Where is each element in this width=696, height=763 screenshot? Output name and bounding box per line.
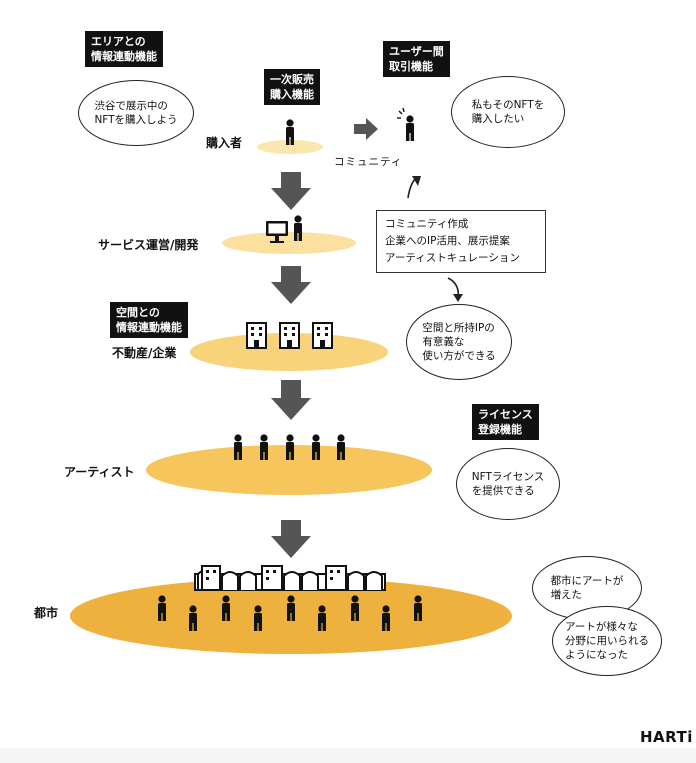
down-arrow-1: [271, 172, 311, 210]
community-label: コミュニティ: [334, 156, 403, 168]
bubble-space-ip: 空間と所持IPの 有意義な 使い方ができる: [406, 304, 512, 380]
bubble-nft-license: NFTライセンス を提供できる: [456, 448, 560, 520]
down-arrow-4: [271, 520, 311, 558]
tag-space-link: 空間との 情報連動機能: [110, 302, 188, 338]
tag-license: ライセンス 登録機能: [472, 404, 539, 440]
down-arrow-3: [271, 380, 311, 420]
curved-arrow-up: [407, 177, 417, 199]
building-icons: [246, 322, 333, 349]
label-city: 都市: [34, 606, 59, 620]
service-platform: [222, 232, 356, 254]
label-buyer: 購入者: [206, 136, 243, 150]
buyer-platform: [257, 140, 323, 154]
tag-area-link: エリアとの 情報連動機能: [85, 31, 163, 67]
label-artist: アーティスト: [64, 465, 135, 479]
harti-logo: HARTi: [640, 728, 693, 746]
bubble-shibuya: 渋谷で展示中の NFTを購入しよう: [78, 80, 194, 146]
bottom-bar: [0, 748, 696, 763]
tag-user-trade: ユーザー間 取引機能: [383, 41, 450, 77]
city-skyline: [194, 565, 386, 591]
right-arrow: [354, 118, 378, 140]
bubble-want-nft: 私もそのNFTを 購入したい: [451, 76, 565, 148]
down-arrow-2: [271, 266, 311, 304]
tag-primary-sale: 一次販売 購入機能: [264, 69, 320, 105]
label-service: サービス運営/開発: [98, 238, 199, 252]
bubble-various: アートが様々な 分野に用いられる ようになった: [552, 606, 662, 676]
label-realestate: 不動産/企業: [112, 346, 177, 360]
monitor-icon: [266, 221, 288, 243]
community-box: コミュニティ作成 企業へのIP活用、展示提案 アーティストキュレーション: [376, 210, 546, 273]
